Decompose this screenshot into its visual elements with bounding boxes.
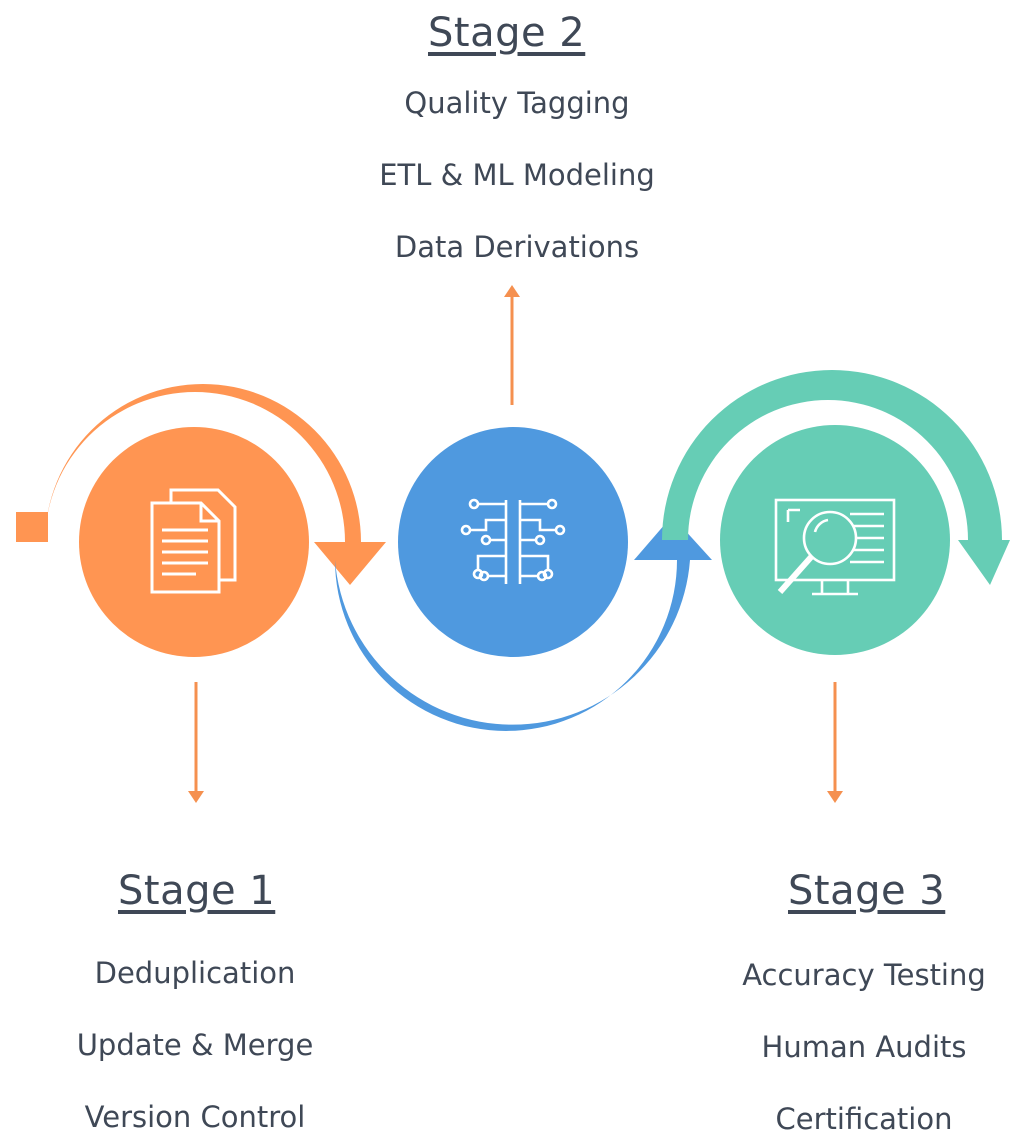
stage2-item-1: Quality Tagging [404, 86, 630, 120]
stage3-flow-arc [662, 370, 1010, 585]
stage1-arc-tail [16, 512, 48, 542]
circuit-brain-icon [460, 498, 566, 584]
stage1-down-arrow [188, 682, 204, 803]
stage1-item-3: Version Control [84, 1100, 306, 1134]
stage3-item-3: Certification [775, 1102, 953, 1136]
stage3-title: Stage 3 [788, 868, 946, 914]
stage2-title: Stage 2 [428, 10, 586, 56]
stage1-item-2: Update & Merge [76, 1028, 314, 1062]
stage1-item-1: Deduplication [94, 956, 296, 990]
stage2-item-3: Data Derivations [394, 230, 640, 264]
stage2-up-arrow [504, 285, 520, 405]
stage1-flow-arc [45, 384, 386, 585]
stage2-circle [398, 427, 628, 657]
stage3-item-1: Accuracy Testing [742, 958, 986, 992]
stage2-item-2: ETL & ML Modeling [379, 158, 655, 192]
stage3-down-arrow [827, 682, 843, 803]
stage3-item-2: Human Audits [761, 1030, 967, 1064]
documents-icon [150, 488, 237, 594]
monitor-magnifier-icon [774, 498, 896, 596]
stage1-title: Stage 1 [118, 868, 276, 914]
